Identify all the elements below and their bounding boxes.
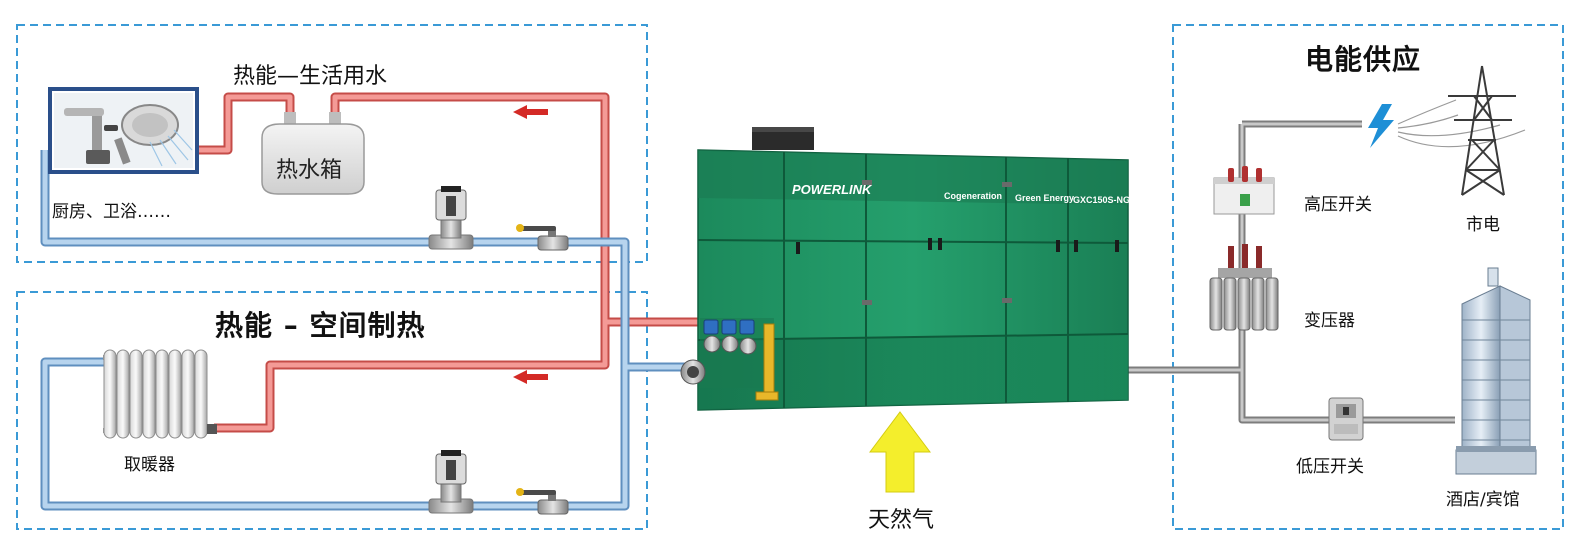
exhaust-outlet [752, 130, 814, 150]
tank-label: 热水箱 [276, 158, 343, 183]
shower-head-icon [114, 104, 193, 167]
electric-lines [1128, 120, 1455, 424]
transformer-icon [1209, 244, 1279, 331]
generator-panel-1: Cogeneration [944, 191, 1002, 201]
connection-manifold [680, 318, 779, 401]
space-heating-section-border [16, 291, 648, 530]
generator-brand: POWERLINK [792, 182, 873, 197]
gas-label: 天然气 [868, 508, 935, 533]
power-supply-title: 电能供应 [1305, 43, 1422, 76]
high-voltage-switch-label: 高压开关 [1304, 195, 1372, 215]
grid-label: 市电 [1466, 215, 1500, 235]
transformer-label: 变压器 [1304, 311, 1355, 331]
power-supply-section-border [1172, 24, 1564, 530]
faucet-icon [64, 108, 118, 164]
flow-arrow-top-icon [513, 105, 548, 119]
valve-top-icon [516, 224, 569, 251]
flow-arrow-bottom-icon [513, 370, 548, 384]
valve-bottom-icon [516, 488, 569, 515]
power-tower-icon [1397, 65, 1526, 196]
space-heating-title: 热能 – 空间制热 [215, 309, 426, 342]
gas-input-arrow-icon [869, 411, 931, 493]
generator-panel-2: Green Energy [1015, 193, 1074, 203]
pump-bottom-icon [428, 450, 474, 514]
lightning-bolt-icon [1368, 104, 1394, 148]
fixture-label: 厨房、卫浴…… [52, 202, 171, 222]
generator-panel-3: GXC150S-NG [1073, 195, 1130, 205]
kitchen-bath-photo [48, 87, 199, 174]
low-voltage-switch-icon [1328, 397, 1364, 441]
hotel-label: 酒店/宾馆 [1446, 490, 1520, 510]
flow-arrows [513, 105, 548, 384]
low-voltage-switch-label: 低压开关 [1296, 457, 1364, 477]
hot-water-pipes [197, 92, 700, 433]
high-voltage-switch-icon [1213, 166, 1275, 215]
pump-top-icon [428, 186, 474, 250]
heat-water-section-border [16, 24, 648, 263]
radiator-label: 取暖器 [124, 455, 175, 475]
cogeneration-generator: POWERLINK Cogeneration Green Energy GXC1… [680, 127, 1130, 411]
heat-water-title: 热能—生活用水 [233, 64, 388, 89]
radiator [103, 349, 217, 439]
hot-water-tank [261, 112, 365, 195]
hotel-building-icon [1455, 267, 1537, 475]
